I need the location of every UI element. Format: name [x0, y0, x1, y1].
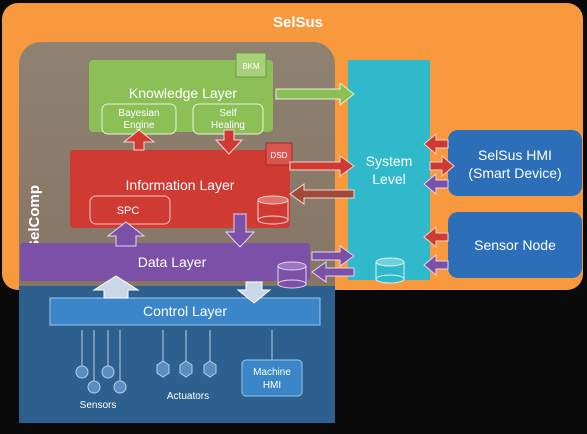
dsd-label: DSD [271, 151, 288, 160]
sensors-group [81, 330, 121, 384]
hmi-line1: SelSus HMI [478, 147, 552, 163]
dsd-doc [265, 142, 293, 166]
sensor-node-label: Sensor Node [474, 237, 556, 253]
system-database-icon [375, 257, 405, 284]
sensor-node-box [448, 212, 582, 278]
actuator-icon [203, 360, 217, 378]
system-level-line2: Level [372, 171, 405, 187]
sensor-icon [113, 380, 127, 394]
information-title: Information Layer [126, 177, 235, 193]
data-database-icon [277, 261, 307, 289]
bkm-label: BKM [242, 62, 260, 71]
sensors-label: Sensors [80, 400, 117, 411]
data-layer-title: Data Layer [138, 254, 207, 270]
control-layer [49, 297, 321, 326]
selsus-hmi-box [448, 130, 582, 196]
information-database-icon [257, 195, 289, 225]
actuators-group [162, 330, 211, 362]
bayesian-line2: Engine [123, 120, 155, 131]
bkm-doc [235, 52, 267, 78]
bayesian-line1: Bayesian [118, 108, 159, 119]
hmi-line2: (Smart Device) [468, 165, 561, 181]
machine-hmi-line1: Machine [253, 367, 291, 378]
spc-box [89, 195, 171, 225]
system-level-box [348, 60, 430, 280]
knowledge-title: Knowledge Layer [129, 85, 238, 101]
self-healing-line1: Self [219, 108, 236, 119]
arrows [92, 81, 455, 304]
actuators-label: Actuators [167, 391, 209, 402]
sensor-icon [87, 380, 101, 394]
control-title: Control Layer [143, 303, 227, 319]
machine-hmi-box [241, 359, 303, 397]
spc-label: SPC [117, 205, 140, 217]
machine-hmi-line2: HMI [263, 380, 281, 391]
system-level-line1: System [366, 153, 413, 169]
self-healing-line2: Healing [211, 120, 245, 131]
sensor-icon [75, 365, 89, 379]
selsus-title: SelSus [273, 14, 323, 31]
data-layer [20, 243, 310, 281]
actuator-icon [179, 360, 193, 378]
sensor-icon [101, 365, 115, 379]
selcomp-title: SelComp [26, 185, 43, 250]
actuator-icon [156, 360, 170, 378]
